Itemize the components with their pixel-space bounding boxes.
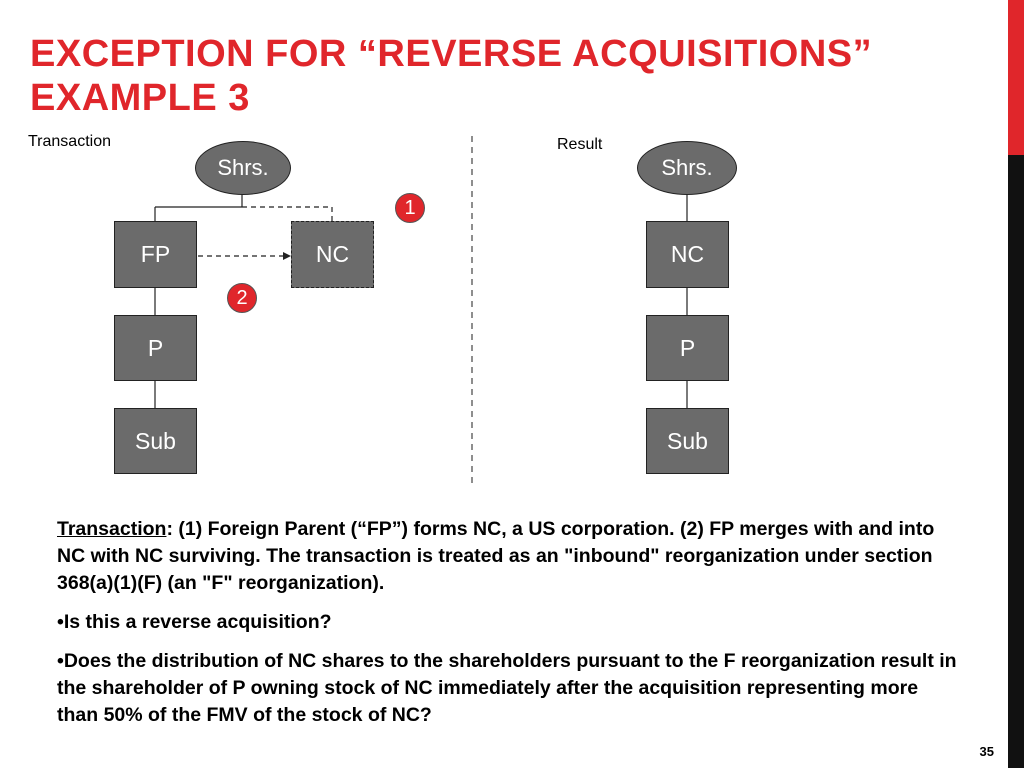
result-shareholders-node: Shrs. (637, 141, 737, 195)
step-2-badge: 2 (227, 283, 257, 313)
accent-bar-bottom (1008, 155, 1024, 768)
slide-title: EXCEPTION FOR “REVERSE ACQUISITIONS” EXA… (30, 32, 990, 120)
transaction-heading: Transaction (57, 518, 167, 540)
transaction-p-node: P (114, 315, 197, 381)
result-p-node: P (646, 315, 729, 381)
result-nc-node: NC (646, 221, 729, 288)
step-1-badge: 1 (395, 193, 425, 223)
transaction-paragraph: Transaction: (1) Foreign Parent (“FP”) f… (57, 516, 962, 597)
slide-number: 35 (979, 744, 994, 759)
result-sub-node: Sub (646, 408, 729, 474)
merger-arrow-head (283, 252, 291, 260)
transaction-description: : (1) Foreign Parent (“FP”) forms NC, a … (57, 518, 935, 594)
bullet-question-1: •Is this a reverse acquisition? (57, 611, 332, 633)
result-label: Result (557, 136, 603, 153)
transaction-nc-node: NC (291, 221, 374, 288)
transaction-shareholders-node: Shrs. (195, 141, 291, 195)
slide-title-line-1: EXCEPTION FOR “REVERSE ACQUISITIONS” (30, 33, 873, 75)
body-text: Transaction: (1) Foreign Parent (“FP”) f… (57, 516, 962, 741)
transaction-label: Transaction (28, 133, 111, 150)
bullet-question-2: •Does the distribution of NC shares to t… (57, 650, 957, 726)
slide-title-line-2: EXAMPLE 3 (30, 77, 250, 119)
ownership-diagram-connectors (154, 136, 688, 484)
transaction-sub-node: Sub (114, 408, 197, 474)
accent-bar-top (1008, 0, 1024, 155)
transaction-fp-node: FP (114, 221, 197, 288)
